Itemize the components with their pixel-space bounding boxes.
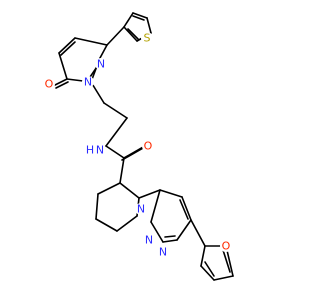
bond — [58, 37, 76, 54]
atom-n-5: N — [143, 234, 155, 247]
atom-n-5-mask — [143, 234, 155, 246]
bond — [55, 81, 69, 89]
bond — [60, 41, 76, 56]
bond — [162, 239, 178, 243]
atom-o-3-mask — [220, 240, 232, 252]
atom-o-2-label: O — [144, 140, 153, 153]
bond — [181, 196, 192, 221]
atom-o-1-mask — [43, 78, 55, 90]
bond — [179, 199, 189, 220]
atom-n-3-mask — [94, 144, 106, 156]
bond — [119, 182, 140, 199]
atom-o-1: O — [43, 78, 55, 91]
bond — [95, 218, 118, 232]
bond — [116, 215, 138, 232]
molecule-diagram: S N N O N H — [43, 12, 234, 281]
atom-n-6: N — [157, 246, 169, 259]
bond — [200, 265, 215, 281]
bond — [103, 102, 128, 119]
atom-h-1-mask — [85, 145, 95, 155]
atom-o-1-label: O — [45, 78, 54, 91]
bond — [99, 44, 108, 59]
atom-n-4-mask — [135, 203, 147, 215]
bond — [164, 235, 176, 238]
atom-n-1-label: N — [97, 58, 105, 71]
bond — [90, 81, 105, 104]
atom-o-3: O — [220, 240, 232, 253]
atom-o-2-mask — [142, 140, 154, 152]
bond — [106, 26, 125, 46]
bond — [190, 219, 206, 247]
bond — [132, 12, 148, 19]
bond — [200, 245, 206, 267]
atom-n-4-label: N — [137, 203, 145, 216]
bond — [58, 52, 68, 80]
atom-label-layer: S N N O N H — [43, 32, 232, 259]
bond — [132, 15, 145, 21]
molecule-structure: S N N O N H — [43, 12, 234, 281]
atom-n-2-label: N — [84, 76, 92, 89]
bond — [74, 37, 108, 46]
bond — [146, 17, 152, 34]
bond — [105, 145, 125, 159]
atom-n-6-mask — [157, 246, 169, 258]
bond — [119, 157, 125, 184]
atom-h-1-label: H — [86, 144, 94, 157]
bond — [204, 261, 215, 277]
bond — [95, 193, 99, 220]
atom-n-2: N — [82, 76, 94, 89]
atom-n-3-label: N — [96, 144, 104, 157]
bond — [54, 78, 68, 86]
atom-n-4: N — [135, 203, 147, 216]
bond — [176, 219, 192, 241]
bond — [121, 147, 144, 161]
atom-n-6-label: N — [159, 246, 167, 259]
bond — [150, 221, 164, 243]
atom-h-1: H — [85, 144, 95, 157]
atom-o-2: O — [142, 140, 154, 153]
bond — [127, 28, 139, 40]
atom-n-1-mask — [95, 58, 107, 70]
bond — [123, 26, 138, 42]
bond-layer — [54, 12, 234, 281]
bond — [105, 117, 128, 147]
atom-s: S — [141, 32, 153, 45]
bond — [213, 275, 234, 281]
bond — [97, 182, 121, 195]
bond — [138, 189, 161, 199]
bond — [123, 12, 134, 28]
atom-n-1: N — [95, 58, 107, 71]
atom-s-mask — [141, 32, 153, 44]
atom-o-3-label: O — [222, 240, 231, 253]
bond — [150, 189, 161, 223]
bond — [159, 189, 183, 198]
atom-n-3: N — [94, 144, 106, 157]
atom-s-label: S — [144, 32, 151, 45]
bond — [222, 249, 231, 273]
atom-n-2-mask — [82, 76, 94, 88]
atom-n-5-label: N — [145, 234, 153, 247]
